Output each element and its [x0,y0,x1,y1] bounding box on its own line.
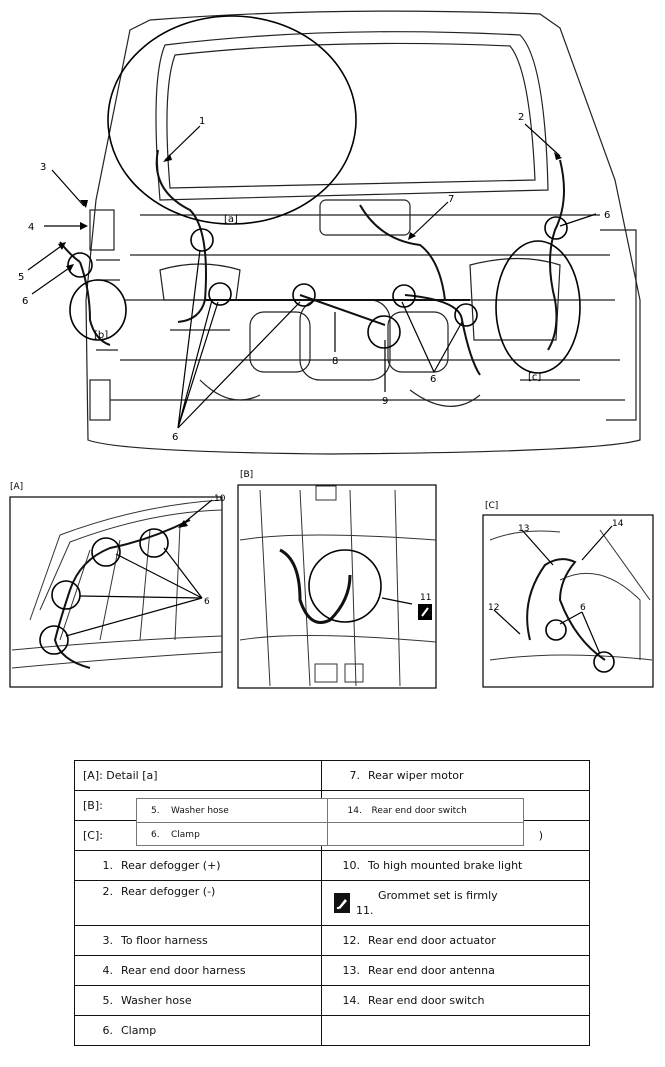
legend-right: Rear end door actuator [368,934,496,947]
legend-right: Rear wiper motor [368,769,464,782]
popup-label: Washer hose [171,805,229,816]
legend-row: 3. To floor harness 12. Rear end door actu… [74,925,590,956]
callout-6-right: 6 [604,210,610,221]
main-callouts: 1 2 3 4 5 6 7 8 9 [a] [b] [c] 6 6 6 [18,112,610,443]
callout-c: [c] [528,372,541,383]
detail-a-callout-10: 10 [214,494,226,504]
harness-wires [59,149,565,376]
legend-row: 4. Rear end door harness 13. Rear end door… [74,955,590,986]
callout-1: 1 [199,116,205,127]
detail-circle-b [69,279,127,341]
legend-right-num: 14. [342,994,361,1007]
detail-b: 11 [237,484,437,689]
legend-left: Rear defogger (+) [121,859,221,872]
detail-circle-a [107,15,357,225]
legend-left-head: [B]: [83,799,103,812]
callout-6-left: 6 [22,296,28,307]
detail-c-callout-12: 12 [488,603,499,613]
legend-left-num: 6. [102,1024,114,1037]
legend-left: Rear end door harness [121,964,246,977]
popup-num: 6. [151,829,160,840]
popup-num: 5. [151,805,160,816]
caution-icon [334,893,350,913]
legend-left-num: 5. [102,994,114,1007]
detail-c-callout-14: 14 [612,519,624,529]
popup-label: Rear end door switch [371,805,467,816]
popup-row: 6. Clamp [137,823,523,846]
detail-c-callout-6: 6 [580,603,586,613]
callout-5: 5 [18,272,24,283]
detail-a-callout-6: 6 [204,597,210,607]
detail-circle-c [495,240,581,374]
callout-9: 9 [382,396,388,407]
legend-right: Grommet set is firmly [378,889,498,902]
leader-lines [27,123,597,429]
detail-a: 10 6 [9,494,226,688]
callout-a: [a] [224,214,238,225]
popup-cell [326,823,524,846]
popup-label: Clamp [171,829,200,840]
callout-8: 8 [332,356,338,367]
legend-row: 6. Clamp [74,1015,590,1046]
legend-left-num: 3. [102,934,114,947]
legend-right: To high mounted brake light [368,859,523,872]
detail-a-label: [A] [10,482,23,492]
legend-right-num: 13. [342,964,361,977]
detail-c-callout-13: 13 [518,524,529,534]
wiring-diagram: 1 2 3 4 5 6 7 8 9 [a] [b] [c] 6 6 6 [A] [9,10,654,689]
callout-6-bottom: 6 [172,432,178,443]
callout-6-center: 6 [430,374,436,385]
legend-row: 1. Rear defogger (+) 10. To high mounted b… [74,850,590,881]
legend-row: [A]: Detail [a] 7. Rear wiper motor [74,760,590,791]
legend-left-num: 4. [102,964,114,977]
door-body-outline [85,10,641,455]
legend-right-tail: ) [538,829,543,842]
legend-left: To floor harness [121,934,208,947]
legend-right-num: 10. [342,859,361,872]
popup-row: 5. Washer hose 14. Rear end door switch [137,799,523,823]
legend-left: Washer hose [121,994,192,1007]
legend-right-num: 7. [349,769,361,782]
detail-c-label: [C] [485,501,498,511]
popup-cell: 5. Washer hose [137,799,327,822]
detail-b-callout-11: 11 [420,593,431,603]
legend-left-num: 2. [102,885,114,898]
callout-b: [b] [94,330,108,341]
popup-cell: 14. Rear end door switch [326,799,524,822]
callout-2: 2 [518,112,524,123]
callout-3: 3 [40,162,46,173]
legend-right-num: 12. [342,934,361,947]
legend-left: Rear defogger (-) [121,885,216,898]
legend-left-num: 1. [102,859,114,872]
detail-b-label: [B] [240,470,253,480]
detail-c: 13 14 12 6 [482,514,654,688]
legend-left-head: [C]: [83,829,103,842]
legend-table: [A]: Detail [a] 7.Rear wiper motor [B]:D… [74,760,590,1046]
legend-row: 5. Washer hose 14. Rear end door switch [74,985,590,1016]
legend-row: 2. Rear defogger (-) 11. Grommet set is f… [74,880,590,926]
callout-4: 4 [28,222,34,233]
overlay-popup: 5. Washer hose 14. Rear end door switch 6.… [136,798,524,846]
legend-right: Rear end door switch [368,994,485,1007]
legend-left: [A]: Detail [a] [83,769,158,782]
popup-cell: 6. Clamp [137,823,327,846]
legend-left: Clamp [121,1024,157,1037]
legend-right-num: 11. [356,903,374,917]
popup-num: 14. [347,805,362,816]
detail-circles [67,15,581,374]
legend-right: Rear end door antenna [368,964,495,977]
leader-arrowheads [58,152,562,272]
callout-7: 7 [448,194,454,205]
